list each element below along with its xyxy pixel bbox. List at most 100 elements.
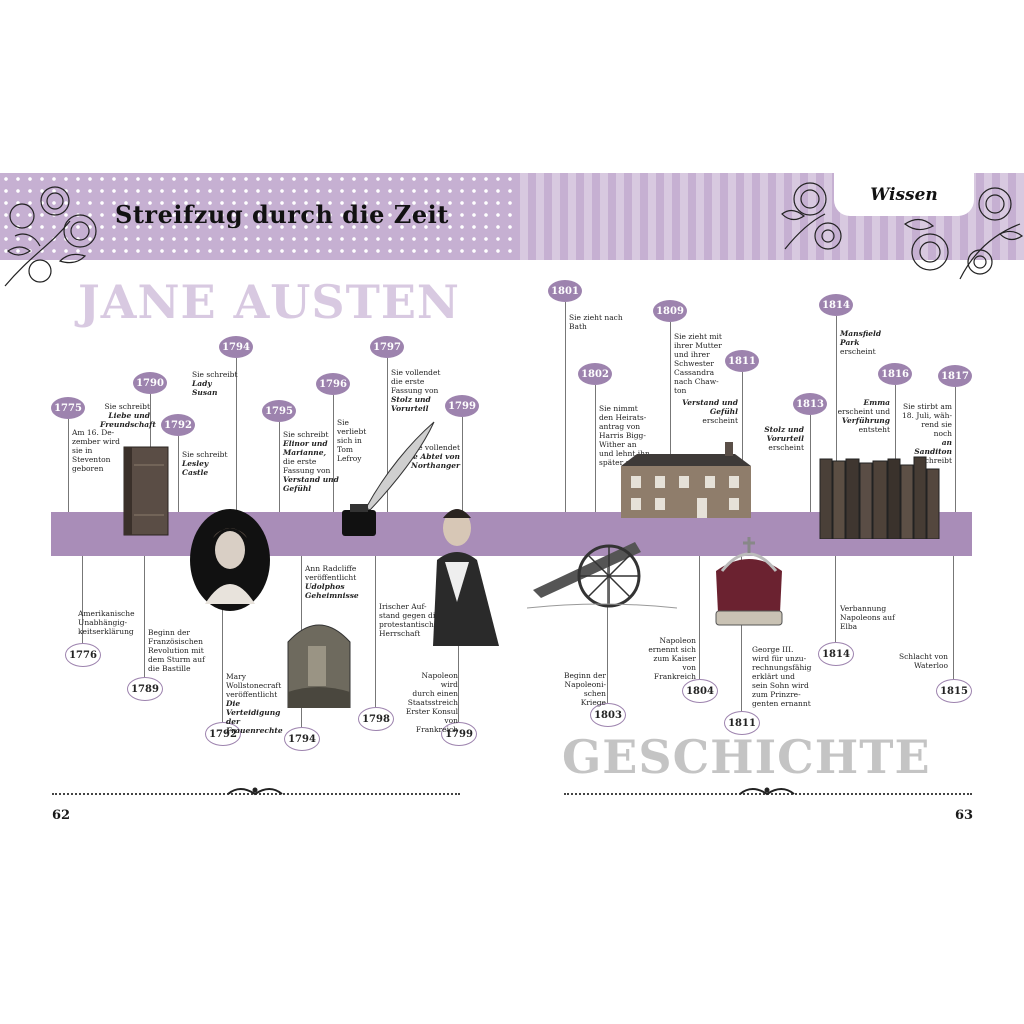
- note-line: Emma: [863, 398, 890, 407]
- note-line: Sie vollendet: [410, 443, 460, 452]
- note-line: Northanger: [410, 461, 460, 470]
- note-line: erscheint: [702, 416, 738, 425]
- timeline-connector: [462, 417, 463, 512]
- year-badge: 1814: [819, 294, 853, 316]
- note-line: Elba: [840, 622, 858, 631]
- note-line: zum Prinzre-: [752, 690, 801, 699]
- note-line: Sie verliebt: [337, 418, 367, 436]
- year-badge: 1801: [548, 280, 582, 302]
- note-line: Castle: [182, 468, 209, 477]
- austen-heading: JANE AUSTEN: [78, 275, 460, 329]
- note-line: Irischer Auf-: [379, 602, 427, 611]
- note-line: Verstand und: [682, 398, 738, 407]
- note-line: Französischen: [148, 637, 203, 646]
- note-line: Sie schreibt: [192, 370, 238, 379]
- timeline-connector: [742, 372, 743, 512]
- note-line: geboren: [72, 464, 104, 473]
- timeline-connector: [595, 385, 596, 512]
- page-number-left: 62: [52, 808, 71, 823]
- castle-illustration-icon: [287, 624, 351, 708]
- note-line: Marianne,: [283, 448, 327, 457]
- flower-decoration-right-icon: [903, 187, 1024, 280]
- note-line: Gefühl: [709, 407, 738, 416]
- note-line: Cassandra: [674, 368, 715, 377]
- note-line: Sie zieht mit: [674, 332, 722, 341]
- note-line: Bath: [569, 322, 587, 331]
- note-line: Sie nimmt: [599, 404, 638, 413]
- year-badge: 1792: [205, 722, 241, 746]
- note-line: durch einen: [412, 689, 458, 698]
- note-line: Amerikanische: [78, 609, 135, 618]
- note-line: Sie schreibt: [283, 430, 329, 439]
- note-line: Vorurteil: [391, 404, 429, 413]
- timeline-connector: [836, 316, 837, 512]
- note-line: George III.: [752, 645, 794, 654]
- note-line: Sie vollendet: [391, 368, 441, 377]
- year-badge: 1811: [724, 711, 760, 735]
- year-badge: 1776: [65, 643, 101, 667]
- timeline-connector: [835, 556, 836, 642]
- note-line: antrag von: [599, 422, 641, 431]
- note-line: Fassung von: [283, 466, 331, 475]
- note-line: ihrer Mutter: [674, 341, 722, 350]
- note-line: Herrschaft: [379, 629, 421, 638]
- note-line: den Heirats-: [599, 413, 647, 422]
- note-line: von Frankreich: [415, 716, 458, 734]
- year-badge: 1794: [284, 727, 320, 751]
- note-line: Die Abtei von: [403, 452, 460, 461]
- note-line: Napoleon wird: [421, 671, 458, 689]
- note-line: zum Kaiser von: [653, 654, 696, 672]
- section-tab: Wissen: [834, 173, 974, 216]
- note-line: Erster Konsul: [405, 707, 458, 716]
- note-line: Wollstonecraft: [226, 681, 282, 690]
- year-badge: 1798: [358, 707, 394, 731]
- page-number-right: 63: [955, 808, 974, 823]
- note-line: Elinor und: [283, 439, 328, 448]
- note-line: erscheint: [768, 443, 804, 452]
- history-heading: GESCHICHTE: [562, 730, 931, 784]
- note-line: stand gegen die: [379, 611, 440, 620]
- year-badge: 1799: [445, 395, 479, 417]
- note-line: genten ernannt: [752, 699, 811, 708]
- year-badge: 1792: [161, 414, 195, 436]
- note-line: schen Kriege: [580, 689, 606, 707]
- year-badge: 1794: [219, 336, 253, 358]
- note-line: erscheint: [840, 347, 876, 356]
- quill-inkwell-icon: [342, 421, 435, 536]
- timeline-connector: [895, 385, 896, 512]
- note-line: Lefroy: [337, 454, 362, 463]
- note-line: zember wird: [72, 437, 120, 446]
- year-badge: 1795: [262, 400, 296, 422]
- napoleon-portrait-icon: [433, 509, 499, 646]
- note-line: Staatsstreich: [407, 698, 458, 707]
- year-badge: 1789: [127, 677, 163, 701]
- timeline-connector: [699, 556, 700, 679]
- note-line: sie in: [72, 446, 93, 455]
- timeline-connector: [333, 395, 334, 512]
- year-badge: 1815: [936, 679, 972, 703]
- note-line: Beginn der: [148, 628, 191, 637]
- note-line: Vorurteil: [766, 434, 804, 443]
- note-line: Napoleoni-: [564, 680, 606, 689]
- portrait-wollstonecraft-icon: [190, 509, 270, 611]
- note-line: Steventon: [72, 455, 111, 464]
- note-line: 18. Juli, wäh-: [902, 411, 952, 420]
- note-line: Ann Radcliffe: [305, 564, 357, 573]
- note-line: veröffentlicht: [226, 690, 278, 699]
- note-line: sein Sohn wird: [752, 681, 809, 690]
